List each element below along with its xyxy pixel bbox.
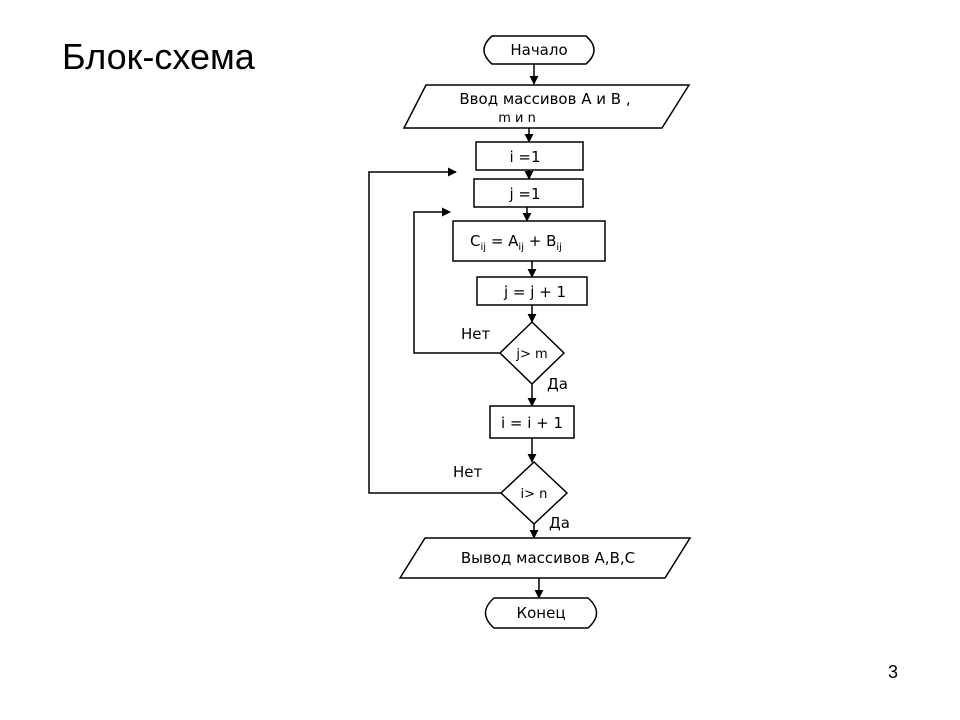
no-label-j: Нет — [461, 325, 491, 343]
init-i-label: i =1 — [509, 148, 540, 166]
inc-i-label: i = i + 1 — [501, 414, 563, 432]
end-label: Конец — [516, 604, 565, 622]
decision-i-gt-n: i> n — [499, 460, 569, 526]
decision-j-label: j> m — [515, 347, 547, 362]
input-parallelogram: Ввод массивов А и В , m и n — [402, 84, 691, 129]
yes-label-i: Да — [549, 514, 570, 532]
end-terminator: Конец — [484, 597, 598, 629]
init-i-box: i =1 — [475, 141, 584, 171]
slide-title: Блок-схема — [62, 36, 255, 77]
start-label: Начало — [510, 41, 567, 59]
output-parallelogram: Вывод массивов А,В,С — [398, 537, 692, 579]
init-j-box: j =1 — [473, 178, 584, 208]
input-label-line1: Ввод массивов А и В , — [459, 90, 630, 108]
decision-i-label: i> n — [521, 487, 548, 502]
loop-i-line — [368, 171, 501, 494]
loop-j-line — [413, 211, 500, 354]
init-j-label: j =1 — [508, 185, 540, 203]
input-label-line2: m и n — [498, 111, 536, 126]
no-label-i: Нет — [453, 463, 483, 481]
calc-label: Cij = Aij + Bij — [470, 232, 562, 253]
inc-i-box: i = i + 1 — [489, 405, 575, 439]
start-terminator: Начало — [483, 35, 595, 65]
output-label: Вывод массивов А,В,С — [461, 549, 635, 567]
calc-box: Cij = Aij + Bij — [452, 220, 606, 262]
yes-label-j: Да — [547, 375, 568, 393]
page-number: 3 — [888, 662, 899, 682]
inc-j-label: j = j + 1 — [503, 283, 566, 301]
inc-j-box: j = j + 1 — [476, 276, 588, 306]
